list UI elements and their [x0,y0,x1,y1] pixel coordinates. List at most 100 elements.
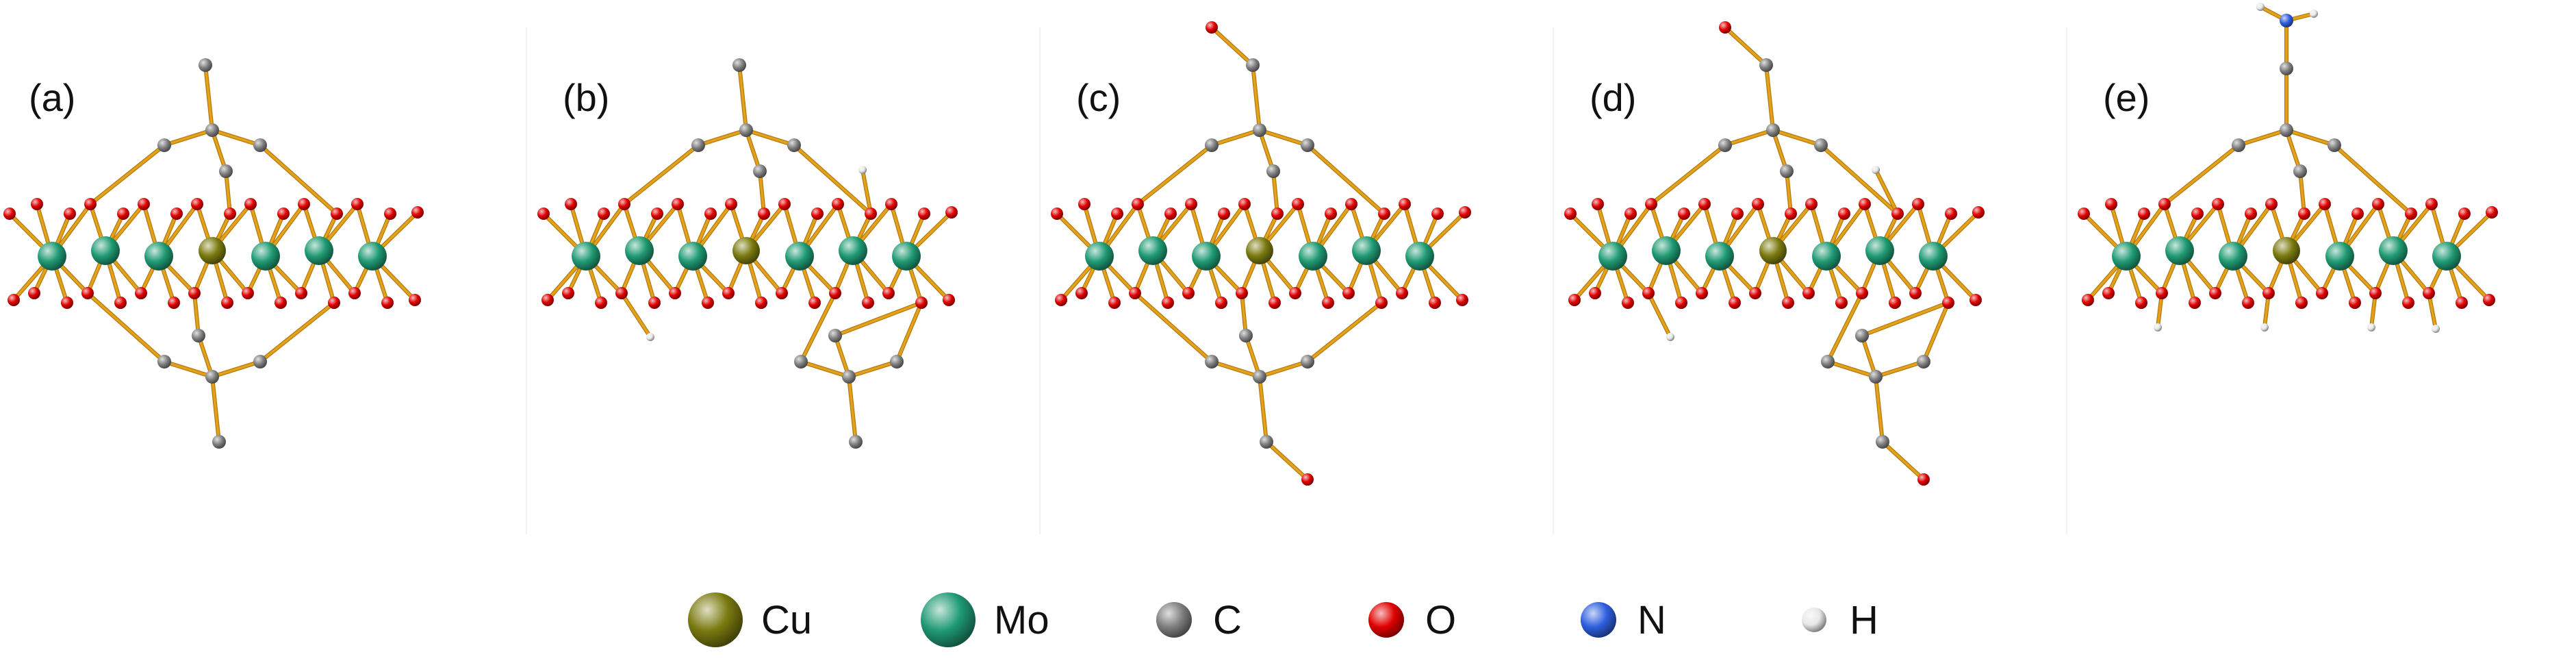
o-atom [1215,297,1227,309]
bond [1251,64,1261,132]
o-atom [2191,208,2204,220]
cluster-structure [537,58,958,449]
bond [793,144,872,215]
o-atom [1325,208,1337,220]
cluster-structure [1051,21,1471,486]
c-atom [212,435,226,449]
mo-atom [572,242,600,271]
bond [1785,170,1792,215]
o-atom [2138,208,2150,220]
mo-atom [144,242,173,271]
h-atom [2310,10,2318,18]
bond [2163,144,2240,205]
o-atom [595,297,607,309]
mo-atom [1812,242,1841,271]
atoms [1564,21,1985,486]
o-atom [2242,297,2254,309]
o-atom [1969,294,1982,306]
bond [1647,292,1672,338]
o-atom [2405,208,2417,220]
bond [1210,26,1254,66]
bond [1210,129,1261,147]
legend-item-o: O [1362,582,1456,658]
o-atom [275,297,287,309]
legend-label-h: H [1850,597,1878,642]
c-atom [1253,370,1266,384]
o-atom [2456,297,2468,309]
legend-item-cu: Cu [685,582,812,658]
o-atom [1835,297,1848,309]
legend-label-mo: Mo [994,597,1049,642]
o-atom [1108,297,1121,309]
bond [211,375,220,443]
o-atom [1301,473,1314,486]
o-atom [81,287,94,299]
panel-label: (c) [1076,76,1121,119]
c-atom [2280,123,2293,137]
mo-atom [785,242,814,271]
o-atom [2458,208,2471,220]
bond [758,170,765,215]
o-atom [1375,297,1388,309]
bond [1245,334,1261,378]
cluster-structure [2078,3,2498,333]
o-atom [1431,208,1444,220]
c-atom [890,355,904,368]
mo-atom [1865,236,1894,265]
cluster-structure [1564,21,1985,486]
o-atom [1891,208,1904,220]
bond [1922,301,1950,363]
bond [623,144,700,205]
bond [2285,129,2301,173]
c-atom [1239,329,1253,342]
bonds [2082,5,2494,331]
mo-atom [625,236,654,265]
c-atom [157,138,171,152]
o-atom [1731,208,1744,220]
legend-label-c: C [1213,597,1242,642]
o-atom [918,208,930,220]
o-atom [2295,297,2308,309]
c-atom [732,58,746,72]
panel-d: (d) [1561,0,2074,548]
o-atom [1838,208,1850,220]
c-atom [1855,329,1869,342]
panel-label: (b) [563,76,610,119]
o-atom [1856,287,1868,299]
o-atom [598,208,610,220]
bond [847,360,898,378]
bond [204,64,214,132]
o-atom [758,208,770,220]
o-atom [704,208,717,220]
c-atom [1246,58,1260,72]
o-atom [1292,198,1304,210]
o-atom [188,287,201,299]
bond [1881,440,1925,481]
bond [259,301,335,363]
atoms [3,58,424,449]
o-atom [221,297,233,309]
o-atom [722,287,735,299]
bond [1258,129,1275,173]
bond [2237,129,2288,147]
o-atom [943,294,955,306]
bond [1772,129,1788,173]
c-atom [1253,123,1266,137]
bond [86,292,166,363]
c-atom [1814,138,1828,152]
o-atom [1182,287,1195,299]
bond [1306,301,1383,363]
panel-label: (a) [29,76,76,119]
o-atom [2209,287,2221,299]
bond [861,168,872,215]
mo-atom [251,242,280,271]
o-atom [295,287,307,299]
legend-item-h: H [1794,582,1878,658]
o-atom [1111,208,1123,220]
o-atom [2102,287,2115,299]
c-atom [253,138,267,152]
o-atom [862,297,874,309]
bond [1820,144,1899,215]
o-atom [1129,287,1141,299]
h-atom [2256,3,2265,11]
